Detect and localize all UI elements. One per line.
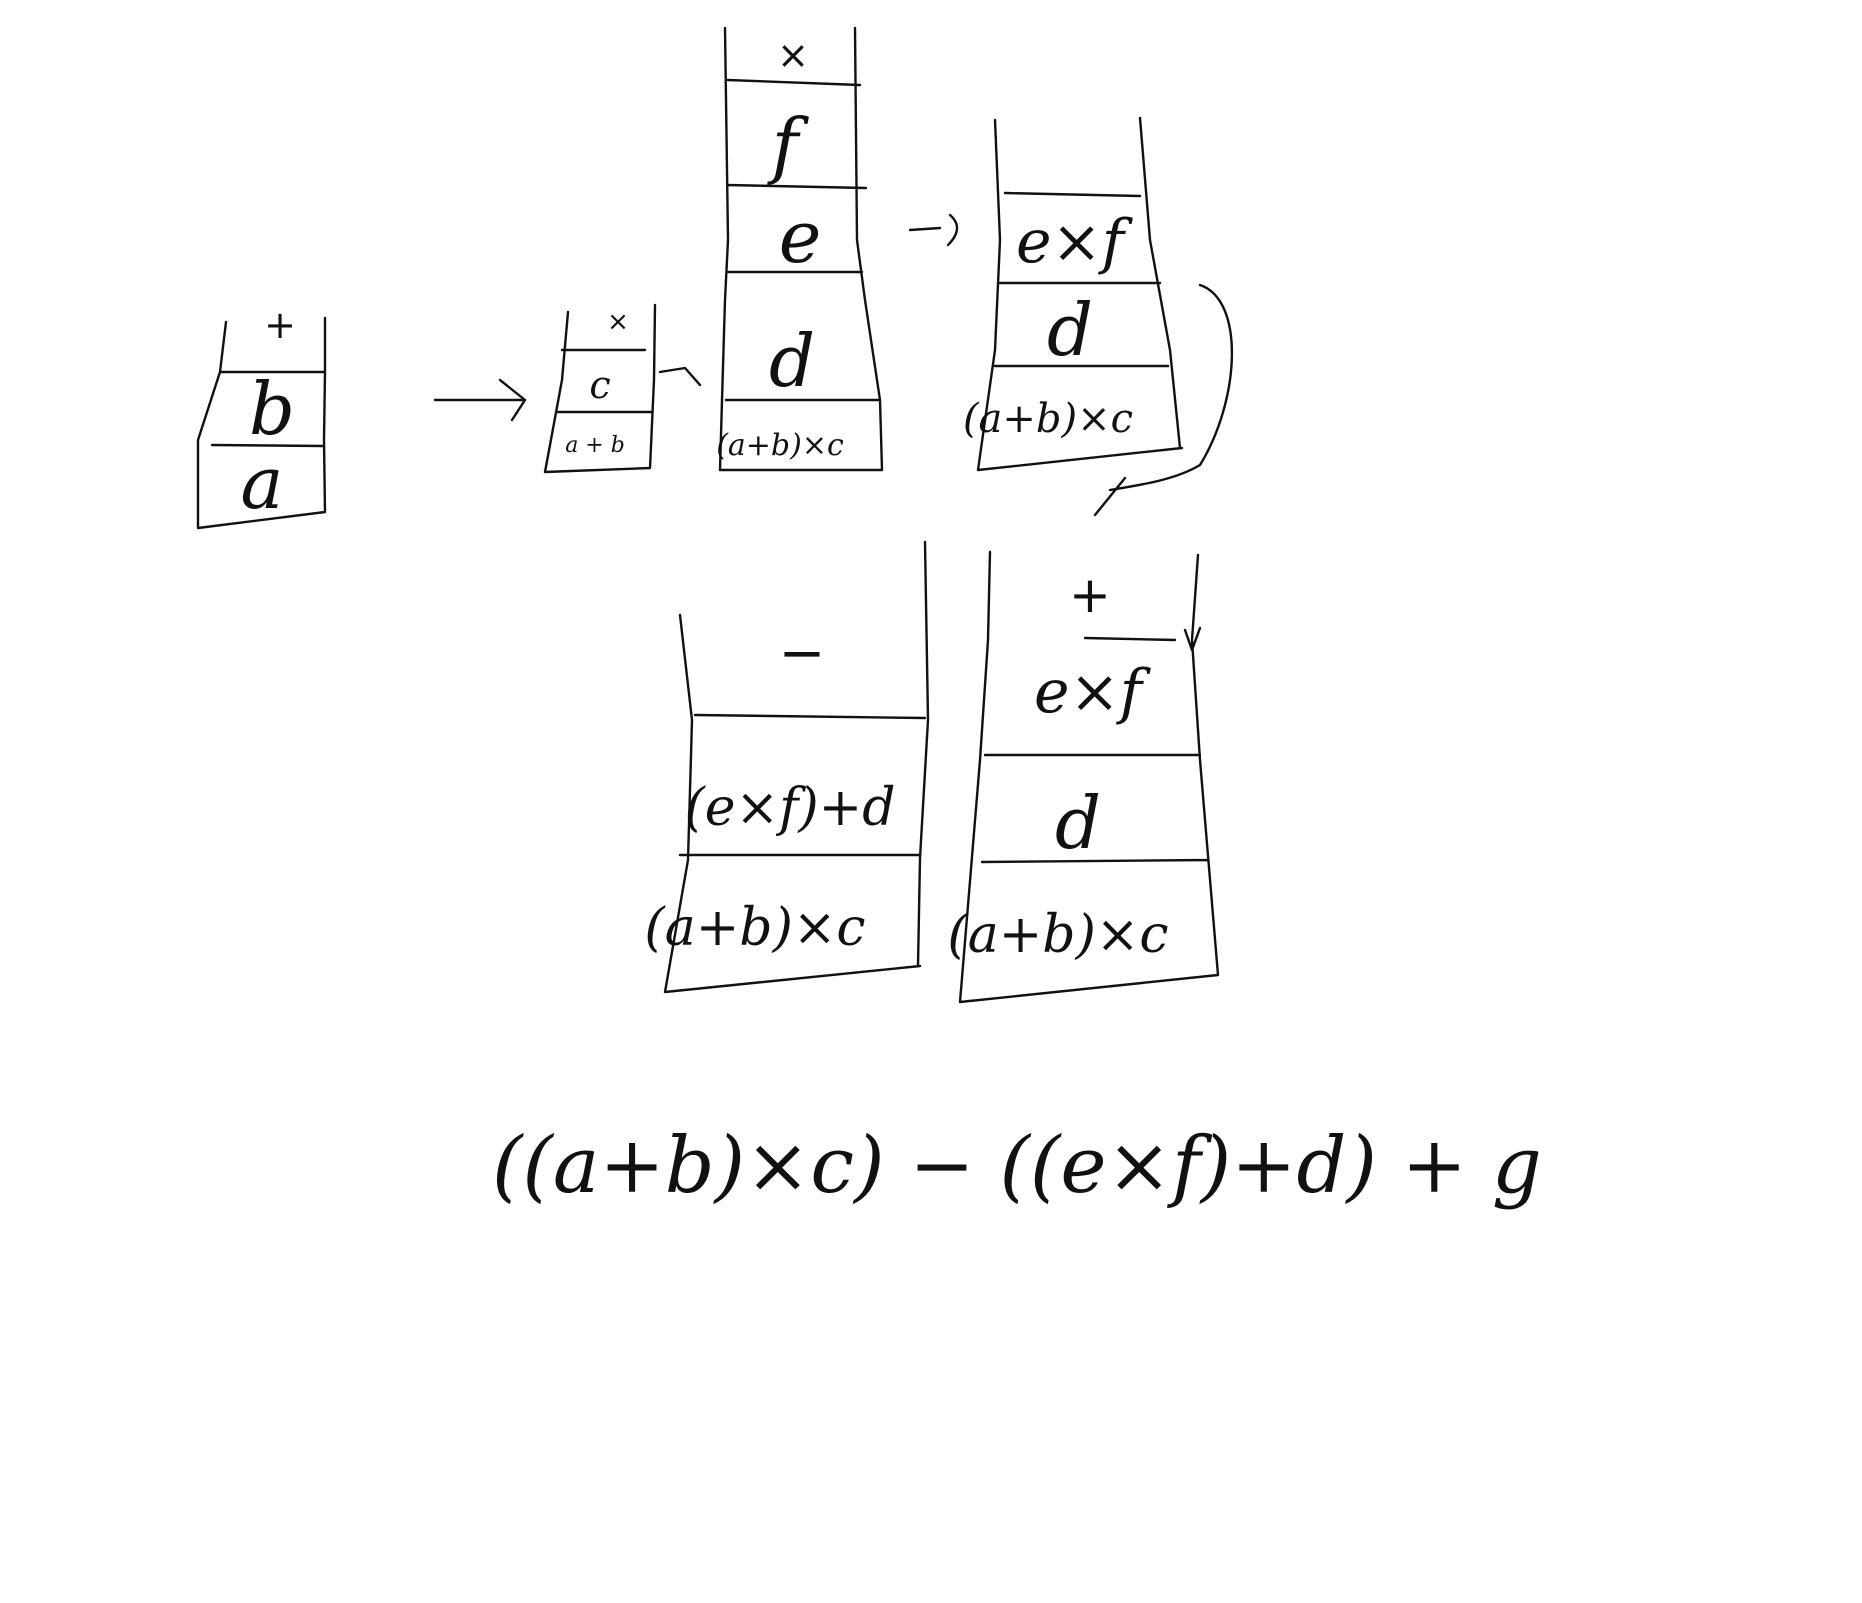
stack-6: − (e×f)+d (a+b)×c [644,540,930,994]
stack-1-cell-2: a [241,441,284,525]
stack-5-cell-1: e×f [1034,657,1152,727]
stack-5-cell-2: d [1055,781,1101,865]
stack-6-cell-1: (e×f)+d [684,778,895,838]
stack-6-cell-2: (a+b)×c [644,898,865,958]
stack-4-cell-3: (a+b)×c [963,396,1133,442]
final-expression: ((a+b)×c) − ((e×f)+d) + g [492,1121,1542,1211]
stack-6-operator: − [779,621,826,686]
stack-3: × f e d (a+b)×c [716,26,884,472]
stack-1-cell-1: b [249,367,295,451]
stack-1: + b a [196,303,327,530]
stack-3-cell-2: e [779,195,822,279]
stack-2-cell-1: c [589,363,610,407]
arrow-3 [908,213,959,247]
arrow-1 [433,378,527,422]
stack-2-cell-2: a + b [565,433,625,458]
stack-5: + e×f d (a+b)×c [947,550,1220,1004]
stack-1-operator: + [264,303,296,347]
stack-3-cell-4: (a+b)×c [716,428,844,463]
stack-2: × c a + b [543,303,657,474]
stack-3-cell-1: f [767,103,810,187]
stack-5-cell-3: (a+b)×c [947,905,1168,965]
arrow-curved [1093,283,1234,517]
arrow-2 [658,366,702,387]
stack-4-cell-2: d [1047,288,1093,372]
stack-4: e×f d (a+b)×c [963,116,1184,472]
stack-4-cell-1: e×f [1016,207,1134,277]
stack-2-operator: × [607,307,629,337]
stack-3-operator: × [777,33,809,77]
stack-3-cell-3: d [769,319,815,403]
stack-5-operator: + [1069,566,1111,624]
